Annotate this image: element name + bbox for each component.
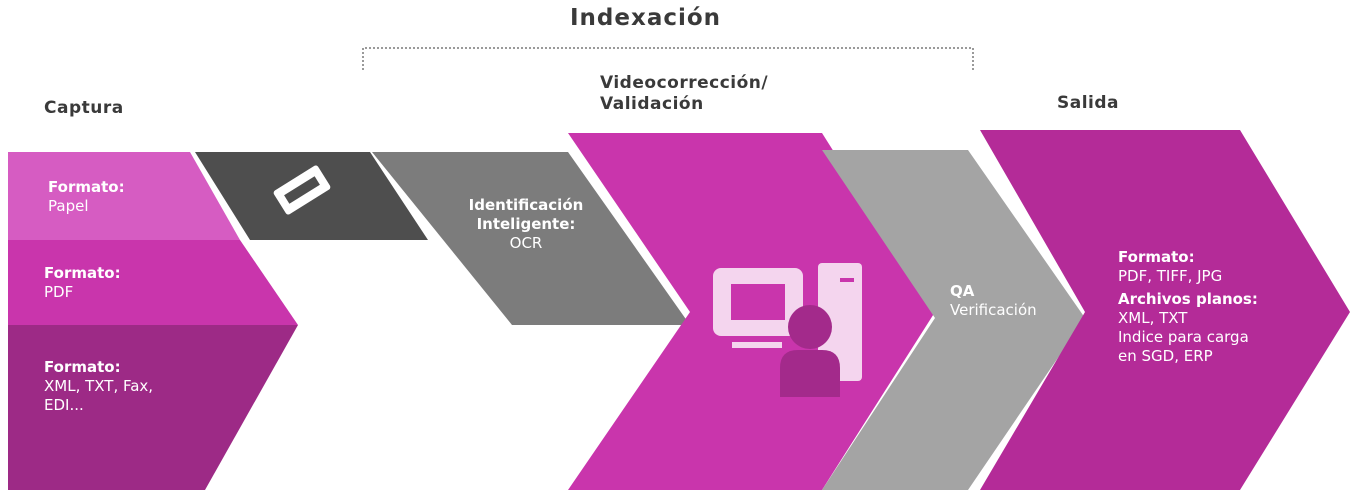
qa-text: QA Verificación (950, 282, 1037, 320)
indexacion-title: Indexación (570, 5, 722, 31)
videocorreccion-title: Videocorrección/ Validación (600, 73, 768, 115)
captura-papel-box (8, 152, 240, 240)
qa-chevron (822, 150, 1085, 490)
captura-pdf-label: Formato: (44, 264, 121, 282)
captura-xml-box (8, 325, 298, 490)
salida-text: Formato: PDF, TIFF, JPG Archivos planos:… (1118, 248, 1258, 366)
ocr-chevron (372, 152, 690, 325)
captura-title: Captura (44, 98, 124, 118)
captura-xml-value-line1: XML, TXT, Fax, (44, 377, 154, 395)
salida-archivos-line2: Indice para carga (1118, 328, 1249, 346)
captura-xml-value-line2: EDI... (44, 396, 84, 414)
computer-user-icon (713, 263, 862, 397)
captura-papel-value: Papel (48, 197, 89, 215)
scanner-icon (273, 165, 331, 215)
qa-value: Verificación (950, 301, 1037, 319)
captura-xml-label: Formato: (44, 358, 121, 376)
indexacion-bracket (362, 47, 974, 70)
captura-pdf-text: Formato: PDF (44, 264, 121, 302)
captura-xml-text: Formato: XML, TXT, Fax, EDI... (44, 358, 153, 415)
salida-archivos-line3: en SGD, ERP (1118, 347, 1213, 365)
videocorreccion-title-line2: Validación (600, 94, 704, 114)
salida-chevron (980, 130, 1350, 490)
salida-formato-value: PDF, TIFF, JPG (1118, 267, 1223, 285)
captura-papel-label: Formato: (48, 178, 125, 196)
salida-archivos-line1: XML, TXT (1118, 309, 1188, 327)
salida-formato-label: Formato: (1118, 248, 1195, 266)
ocr-line2: Inteligente: (476, 215, 576, 233)
salida-title: Salida (1057, 93, 1120, 113)
ocr-line1: Identificación (468, 196, 584, 214)
videocorreccion-title-line1: Videocorrección/ (600, 73, 769, 93)
captura-pdf-value: PDF (44, 283, 74, 301)
captura-pdf-box (8, 240, 298, 325)
ocr-line3: OCR (509, 234, 543, 252)
salida-archivos-label: Archivos planos: (1118, 290, 1258, 308)
ocr-text: Identificación Inteligente: OCR (445, 196, 607, 253)
captura-papel-text: Formato: Papel (48, 178, 125, 216)
qa-label: QA (950, 282, 975, 300)
